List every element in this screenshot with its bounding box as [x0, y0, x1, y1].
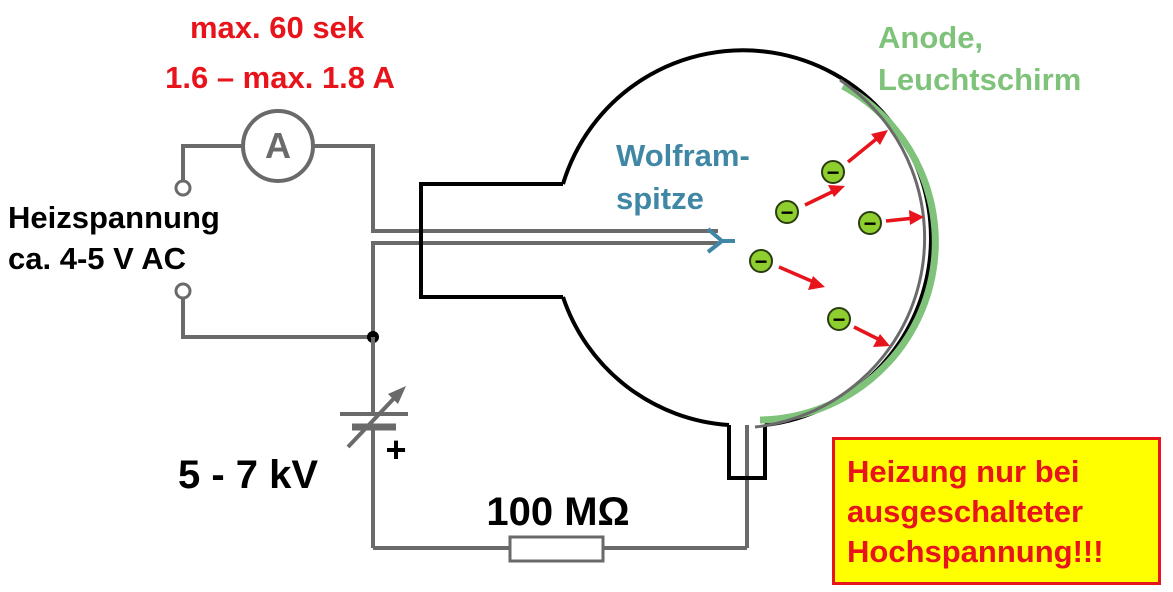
heating-terminal-top [174, 179, 192, 197]
heating-voltage-label-line2: ca. 4-5 V AC [8, 241, 186, 276]
warning-line2: ausgeschalteter [847, 494, 1084, 529]
heating-time-limit: max. 60 sek [190, 10, 365, 45]
svg-text:−: − [755, 249, 768, 274]
cathode-label-line2: spitze [616, 181, 704, 216]
anode-label-line1: Anode, [878, 20, 983, 55]
svg-text:−: − [781, 200, 794, 225]
warning-box: Heizung nur bei ausgeschalteter Hochspan… [832, 437, 1161, 585]
warning-line1: Heizung nur bei [847, 454, 1080, 489]
heating-voltage-label-line1: Heizspannung [8, 200, 220, 235]
vacuum-tube [419, 48, 933, 480]
high-voltage-polarity: + [385, 429, 406, 470]
electron-1: − [821, 160, 845, 185]
electron-paths [778, 130, 924, 347]
high-voltage-source [340, 337, 408, 548]
ammeter-symbol: A [265, 125, 291, 166]
ammeter: A [241, 109, 315, 183]
high-voltage-range: 5 - 7 kV [178, 453, 318, 497]
electrons: − − − − − [749, 160, 882, 332]
resistor [508, 535, 605, 563]
cathode-label-line1: Wolfram- [616, 138, 750, 173]
svg-text:−: − [827, 160, 840, 185]
anode-label-line2: Leuchtschirm [878, 62, 1081, 97]
heating-circuit-wires [181, 144, 718, 339]
svg-text:−: − [833, 307, 846, 332]
heating-terminal-bottom [174, 282, 192, 300]
heating-current-range: 1.6 – max. 1.8 A [165, 60, 395, 95]
resistor-circuit [373, 425, 749, 563]
electron-3: − [858, 211, 882, 236]
electron-5: − [827, 307, 851, 332]
electron-4: − [749, 249, 773, 274]
warning-line3: Hochspannung!!! [847, 534, 1104, 569]
tungsten-tip [706, 227, 735, 254]
resistor-value: 100 MΩ [486, 490, 629, 534]
anode-screen [754, 78, 939, 429]
electron-2: − [775, 200, 799, 225]
svg-text:−: − [864, 211, 877, 236]
